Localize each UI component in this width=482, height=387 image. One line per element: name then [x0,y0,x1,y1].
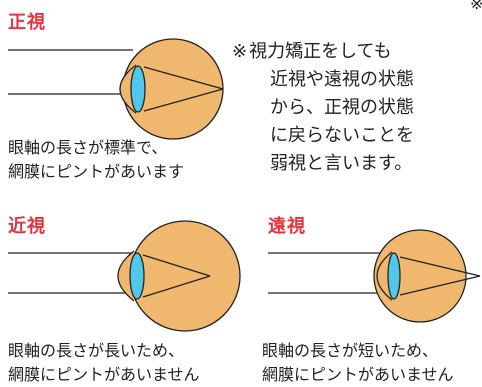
myopia-caption: 眼軸の長さが長いため、 網膜にピントがあいません [8,339,200,387]
normal-vision-title: 正視 [8,12,46,33]
myopia-eye-diagram [8,220,241,332]
caption-line: 網膜にピントがあいます [8,162,185,181]
refracted-ray-bottom [142,275,211,298]
caption-line: 眼軸の長さが標準で、 [8,138,168,157]
note-line: 近視や遠視の状態 [270,69,414,90]
lens [387,252,401,300]
note-mark: ※ [232,41,248,62]
caption-line: 網膜にピントがあいません [262,365,454,384]
myopia-title: 近視 [8,216,46,237]
eyeball [373,229,467,323]
refracted-ray-bottom [143,88,224,112]
note-line: から、正視の状態 [270,97,414,118]
cornea [117,250,135,302]
hyperopia-eye-diagram [268,229,481,323]
lens [129,252,145,300]
refracted-ray-top [142,254,211,277]
note-line: 視力矯正をしても [249,41,392,62]
note-line: に戻らないことを [270,125,414,146]
caption-line: 眼軸の長さが短いため、 [262,341,439,360]
eyeball [129,220,241,332]
refracted-ray-top [399,256,481,277]
normal-vision-eye-diagram [8,38,224,140]
amblyopia-note: ※視力矯正をしても 近視や遠視の状態 から、正視の状態 に戻らないことを 弱視と… [232,38,414,178]
hyperopia-caption: 眼軸の長さが短いため、 網膜にピントがあいません [262,339,454,387]
reference-mark: ※ [470,0,482,13]
lens [130,65,146,113]
hyperopia-title: 遠視 [268,216,306,237]
caption-line: 眼軸の長さが長いため、 [8,341,185,360]
note-line: 弱視と言います。 [270,153,413,174]
refracted-ray-top [143,66,224,90]
normal-vision-caption: 眼軸の長さが標準で、 網膜にピントがあいます [8,136,184,184]
caption-line: 網膜にピントがあいません [8,365,200,384]
refracted-ray-bottom [399,275,481,296]
